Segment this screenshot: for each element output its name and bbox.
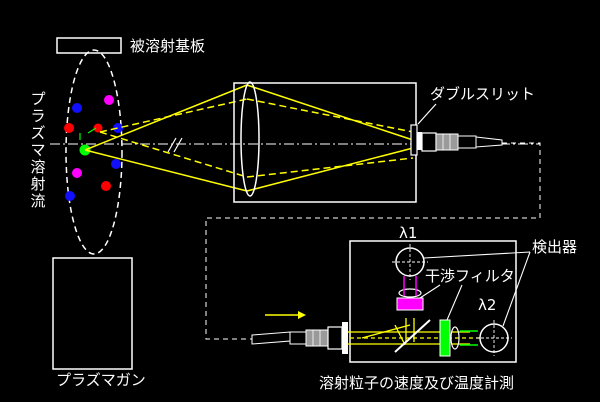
particle-red bbox=[64, 123, 74, 133]
substrate-plate bbox=[56, 37, 122, 54]
double-slit-leader bbox=[417, 103, 437, 125]
convex-lens bbox=[240, 81, 260, 197]
lambda1-label: λ1 bbox=[399, 224, 417, 242]
lens-lambda1 bbox=[398, 288, 422, 298]
plasma-spray-flow-text: プラズマ溶射流 bbox=[30, 90, 45, 210]
particle-blue bbox=[113, 123, 123, 133]
filter-lambda1 bbox=[396, 297, 424, 311]
particle-blue bbox=[72, 103, 82, 113]
plasma-gun-label: プラズマガン bbox=[56, 371, 146, 389]
input-light-arrow bbox=[265, 311, 306, 319]
particle-magenta bbox=[104, 95, 114, 105]
lambda1-light-arrows bbox=[403, 276, 417, 296]
interference-filter-label: 干渉フィルタ bbox=[425, 267, 515, 285]
double-slit-label: ダブルスリット bbox=[430, 85, 535, 103]
detector-label: 検出器 bbox=[532, 238, 577, 256]
detector-lambda1 bbox=[392, 244, 428, 280]
detector-housing bbox=[349, 240, 517, 363]
particle-blue bbox=[65, 191, 75, 201]
leader-lines bbox=[419, 251, 531, 327]
filter-lambda2 bbox=[439, 319, 451, 357]
dashed-light-rays bbox=[99, 98, 414, 178]
lambda2-light-arrows bbox=[460, 330, 478, 346]
particle-red bbox=[101, 181, 111, 191]
optical-fiber-route bbox=[205, 142, 541, 340]
fiber-connector-slit bbox=[421, 132, 503, 152]
lens-housing bbox=[233, 82, 417, 203]
particle-red bbox=[93, 123, 103, 133]
fiber-connector-detector bbox=[251, 322, 348, 354]
lambda2-label: λ2 bbox=[478, 296, 496, 314]
plasma-gun-body bbox=[52, 257, 133, 370]
particle-magenta bbox=[72, 168, 82, 178]
axis-break-mark bbox=[167, 137, 183, 153]
substrate-label: 被溶射基板 bbox=[130, 37, 205, 55]
double-slit bbox=[410, 124, 422, 156]
plasma-spray-flow-label: プラズマ溶射流 bbox=[30, 90, 45, 210]
particle-blue bbox=[111, 159, 121, 169]
particle-motion-arrows bbox=[79, 127, 97, 140]
solid-light-rays bbox=[84, 84, 414, 192]
lens-lambda2 bbox=[450, 326, 460, 350]
spray-plume-outline bbox=[65, 49, 123, 255]
caption: 溶射粒子の速度及び温度計測 bbox=[319, 374, 514, 392]
detector-lambda2 bbox=[476, 320, 512, 356]
beam-splitter bbox=[394, 319, 431, 353]
